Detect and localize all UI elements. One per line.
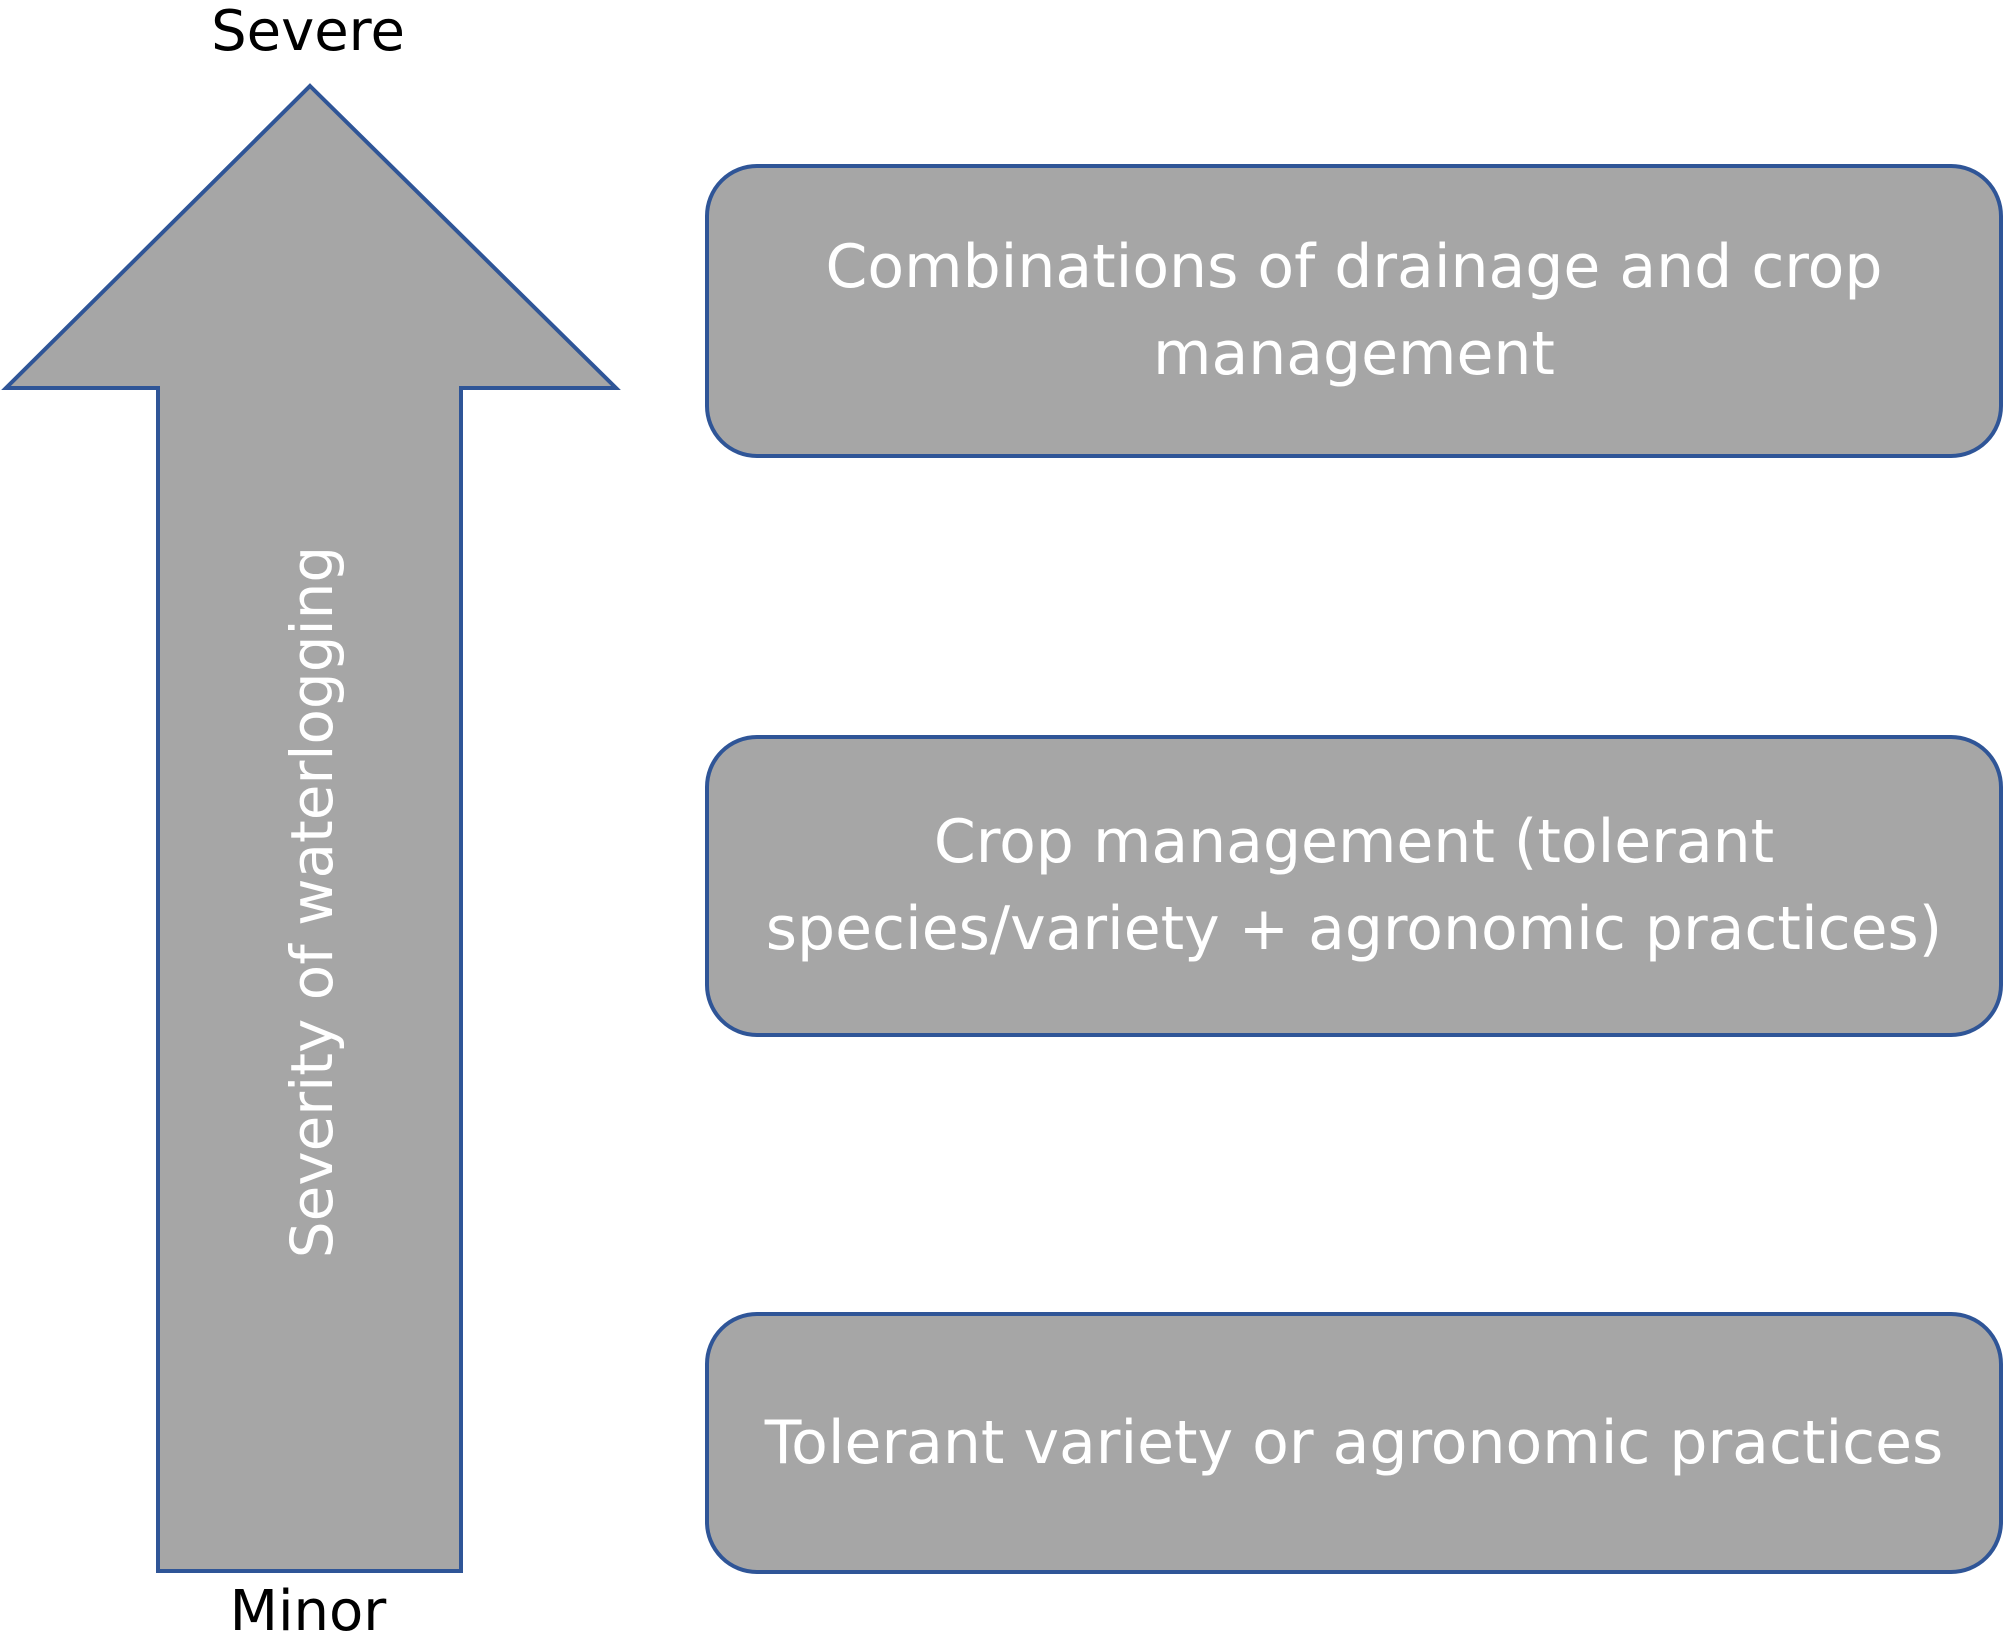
scale-bottom-label: Minor bbox=[229, 1579, 387, 1644]
strategy-box-text: Tolerant variety or agronomic practices bbox=[764, 1407, 1944, 1478]
up-arrow-icon bbox=[1, 83, 621, 1573]
strategy-box-severe: Combinations of drainage and crop manage… bbox=[705, 164, 2003, 458]
severity-arrow: Severity of waterlogging bbox=[1, 83, 621, 1573]
strategy-box-minor: Tolerant variety or agronomic practices bbox=[705, 1312, 2003, 1574]
arrow-label: Severity of waterlogging bbox=[278, 546, 346, 1258]
strategy-box-text: Crop management (tolerant species/variet… bbox=[765, 807, 1943, 964]
strategy-box-moderate: Crop management (tolerant species/variet… bbox=[705, 735, 2003, 1037]
scale-top-label: Severe bbox=[211, 0, 405, 64]
strategy-box-text: Combinations of drainage and crop manage… bbox=[825, 232, 1883, 389]
